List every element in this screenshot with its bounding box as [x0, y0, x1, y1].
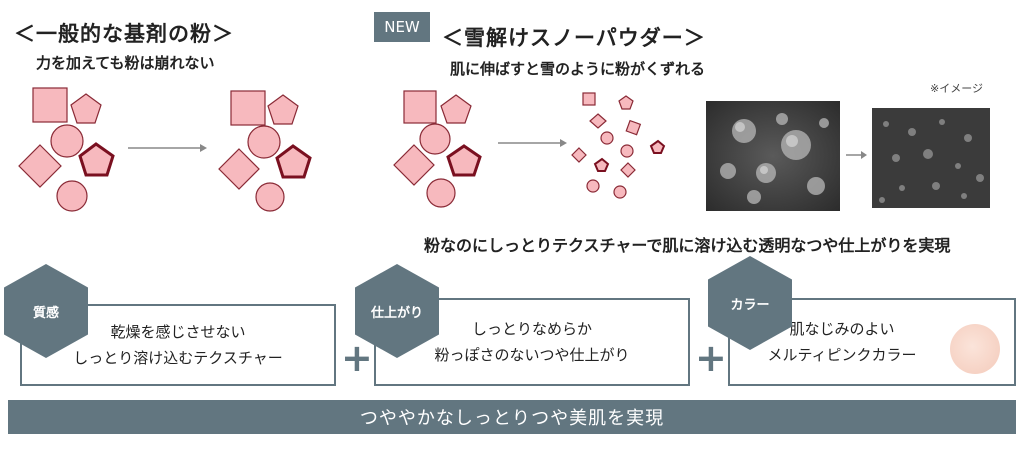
- pentagon-particle: [267, 94, 299, 125]
- new-powder-caption: 粉なのにしっとりテクスチャーで肌に溶け込む透明なつや仕上がりを実現: [424, 236, 951, 255]
- new-powder-diagram: [393, 90, 666, 208]
- fragment-particle: [618, 95, 634, 110]
- circle-particle: [419, 123, 451, 155]
- fragment-particle: [586, 179, 600, 193]
- fragment-particle: [649, 139, 666, 154]
- fragment-particle: [582, 92, 596, 106]
- feature-line: 乾燥を感じさせない: [110, 323, 246, 341]
- fragment-particle: [600, 131, 614, 145]
- plus-icon: +: [695, 336, 727, 380]
- feature-line: 肌なじみのよい: [789, 320, 895, 338]
- conclusion-bar: つややかなしっとりつや美肌を実現: [8, 400, 1016, 434]
- micrograph-after-image: [872, 108, 990, 208]
- fragment-particle: [571, 147, 587, 163]
- image-note: ※イメージ: [930, 82, 983, 95]
- feature-line: メルティピンクカラー: [767, 346, 917, 364]
- regular-powder-title: ＜一般的な基剤の粉＞: [14, 22, 234, 46]
- new-powder-title: ＜雪解けスノーパウダー＞: [442, 26, 706, 50]
- diamond-particle: [393, 144, 435, 186]
- square-particle: [32, 87, 68, 123]
- square-particle: [403, 90, 437, 124]
- square-particle: [230, 90, 266, 126]
- fragment-particle: [620, 162, 636, 178]
- pentagon-particle-highlight: [275, 144, 312, 179]
- circle-particle: [56, 180, 88, 212]
- arrow-icon: [846, 151, 867, 159]
- fragment-particle: [589, 113, 607, 129]
- pentagon-particle: [440, 94, 472, 124]
- circle-particle: [50, 124, 84, 158]
- regular-powder-diagram: [18, 87, 312, 212]
- new-badge: NEW: [374, 12, 430, 42]
- fragment-particle: [593, 157, 610, 172]
- pentagon-particle-highlight: [446, 144, 482, 177]
- diamond-particle: [18, 144, 62, 188]
- feature-line: 粉っぽさのないつや仕上がり: [434, 346, 630, 364]
- diamond-particle: [218, 148, 260, 190]
- pentagon-particle: [70, 93, 102, 124]
- micrograph-before-image: [706, 101, 840, 211]
- fragment-particle: [613, 185, 627, 199]
- plus-icon: +: [341, 336, 373, 380]
- color-swatch: [950, 324, 1000, 374]
- circle-particle: [426, 178, 456, 208]
- feature-line: しっとりなめらか: [471, 320, 592, 338]
- fragment-particle: [625, 119, 642, 136]
- circle-particle: [255, 182, 285, 212]
- circle-particle: [247, 125, 281, 159]
- regular-powder-subtitle: 力を加えても粉は崩れない: [36, 54, 215, 72]
- fragment-particle: [620, 144, 634, 158]
- pentagon-particle-highlight: [78, 142, 115, 177]
- feature-line: しっとり溶け込むテクスチャー: [73, 349, 283, 367]
- new-powder-subtitle: 肌に伸ばすと雪のように粉がくずれる: [450, 60, 706, 78]
